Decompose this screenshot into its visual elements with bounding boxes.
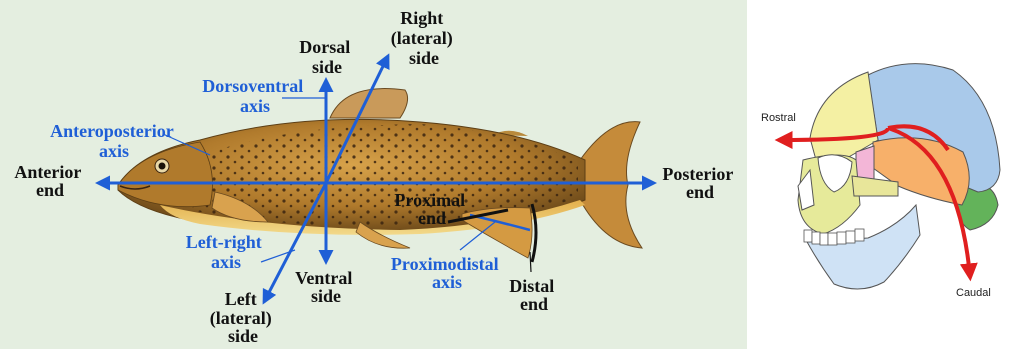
anterior-line-2: end	[36, 180, 64, 200]
caudal-label: Caudal	[956, 287, 991, 299]
dorsoventral-line-1: Dorsoventral	[202, 76, 303, 96]
anteroposterior-line-1: Anteroposterior	[50, 121, 174, 141]
skull-axes-diagram: Rostral Caudal	[748, 0, 1015, 349]
anterior-line-1: Anterior	[14, 162, 81, 182]
left-side-line-3: side	[228, 326, 258, 346]
fish-svg: Right (lateral) side Dorsal side Dorsove…	[0, 0, 747, 349]
distal-line-2: end	[520, 294, 548, 314]
dorsal-line-1: Dorsal	[299, 37, 350, 57]
rostral-label: Rostral	[761, 112, 796, 124]
proximodistal-line-1: Proximodistal	[391, 254, 499, 274]
left-right-line-1: Left-right	[186, 232, 262, 252]
dorsal-line-2: side	[312, 57, 342, 77]
distal-line-1: Distal	[509, 276, 554, 296]
right-side-line-3: side	[409, 48, 439, 68]
proximodistal-line-2: axis	[432, 272, 462, 292]
skull-svg: Rostral Caudal	[748, 0, 1015, 349]
right-side-line-1: Right	[400, 8, 443, 28]
anteroposterior-line-2: axis	[99, 141, 129, 161]
posterior-line-2: end	[686, 182, 714, 202]
ventral-line-1: Ventral	[295, 268, 352, 288]
fish-axes-diagram: Right (lateral) side Dorsal side Dorsove…	[0, 0, 747, 349]
proximal-line-2: end	[418, 208, 446, 228]
proximal-line-1: Proximal	[394, 190, 465, 210]
left-side-line-1: Left	[225, 289, 257, 309]
right-side-line-2: (lateral)	[391, 28, 453, 49]
left-right-line-2: axis	[211, 252, 241, 272]
dorsoventral-line-2: axis	[240, 96, 270, 116]
posterior-line-1: Posterior	[662, 164, 733, 184]
ventral-line-2: side	[311, 286, 341, 306]
